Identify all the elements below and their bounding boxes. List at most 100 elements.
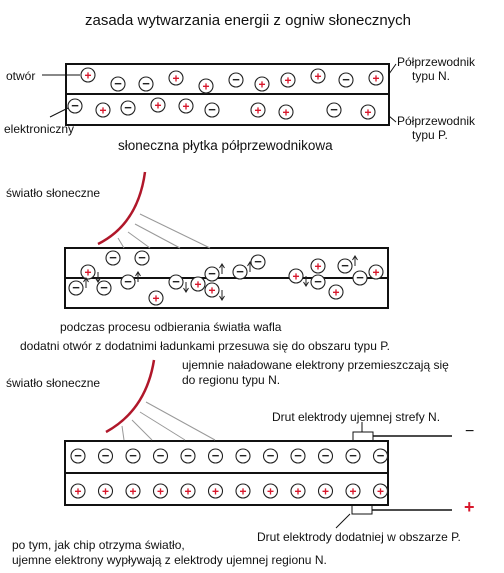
negative-electron [204, 102, 220, 118]
negative-electron [262, 448, 279, 464]
positive-hole [310, 68, 326, 84]
light-ray [139, 213, 211, 249]
negative-electron [67, 98, 83, 114]
label-electrode-negative: Drut elektrody ujemnej strefy N. [272, 410, 441, 424]
positive-hole [152, 483, 169, 499]
positive-hole [97, 483, 114, 499]
plus-sign: + [154, 98, 161, 112]
positive-hole [280, 72, 296, 88]
positive-hole [148, 290, 164, 306]
positive-hole [345, 483, 361, 499]
label-electrode-positive: Drut elektrody dodatniej w obszarze P. [257, 530, 461, 544]
negative-electron [96, 280, 112, 296]
positive-electrode-pad [351, 504, 373, 515]
minus-sign: − [208, 102, 216, 117]
plus-sign: + [239, 484, 246, 498]
negative-electron [232, 264, 248, 280]
negative-electron [290, 448, 306, 464]
negative-electron [372, 448, 389, 464]
negative-electron [352, 270, 368, 286]
label-sunlight-1: światło słoneczne [6, 186, 101, 200]
minus-sign: − [322, 448, 330, 463]
minus-sign: − [349, 448, 357, 463]
plus-sign: + [202, 79, 209, 93]
minus-sign: − [157, 448, 165, 463]
minus-sign: − [267, 448, 275, 463]
sun-arc-2 [105, 359, 156, 434]
negative-electron [228, 72, 244, 88]
plus-sign: + [157, 484, 164, 498]
light-ray [117, 237, 125, 249]
minus-sign: − [100, 280, 108, 295]
diagram-title: zasada wytwarzania energii z ogniw słone… [85, 12, 412, 29]
positive-hole [288, 268, 304, 284]
positive-hole [80, 67, 96, 83]
minus-sign: − [377, 448, 385, 463]
minus-sign: − [294, 448, 302, 463]
label-minus-terminal: − [465, 423, 475, 440]
negative-electron [338, 72, 354, 88]
minus-sign: − [142, 76, 150, 91]
negative-electron [326, 102, 342, 118]
minus-sign: − [114, 76, 122, 91]
plus-sign: + [208, 283, 215, 297]
arrow-head [183, 287, 189, 293]
positive-hole [204, 282, 220, 298]
positive-hole [178, 98, 194, 114]
negative-electron [337, 258, 353, 274]
plus-sign: + [74, 484, 81, 498]
plus-sign: + [282, 105, 289, 119]
label-final-line1: po tym, jak chip otrzyma światło, [12, 538, 185, 552]
plus-sign: + [364, 105, 371, 119]
arrow-head [303, 281, 309, 287]
minus-sign: − [239, 448, 247, 463]
minus-sign: − [232, 72, 240, 87]
negative-electron [204, 266, 220, 282]
arrow-head [352, 255, 358, 261]
label-n-type-line1: Półprzewodnik [397, 55, 476, 69]
plus-sign: + [372, 71, 379, 85]
minus-sign: − [138, 250, 146, 265]
arrow-head [83, 277, 89, 283]
positive-hole [150, 97, 166, 113]
label-hole: otwór [6, 69, 36, 83]
plus-sign: + [314, 69, 321, 83]
plus-sign: + [172, 71, 179, 85]
positive-hole [317, 483, 334, 499]
positive-hole [80, 264, 96, 280]
positive-hole [198, 78, 214, 94]
negative-electron [125, 448, 141, 464]
plus-sign: + [152, 291, 159, 305]
static-geometry [42, 63, 452, 529]
minus-sign: − [74, 448, 82, 463]
label-plus-terminal: + [464, 497, 475, 517]
plus-sign: + [184, 484, 191, 498]
plus-sign: + [84, 265, 91, 279]
plus-sign: + [102, 484, 109, 498]
plus-sign: + [314, 259, 321, 273]
plus-sign: + [258, 77, 265, 91]
label-process-1: podczas procesu odbierania światła wafla [60, 320, 282, 334]
plus-sign: + [322, 484, 329, 498]
minus-sign: − [129, 448, 137, 463]
plus-sign: + [377, 484, 384, 498]
positive-hole [254, 76, 270, 92]
plus-sign: + [212, 484, 219, 498]
negative-electron [105, 250, 121, 266]
positive-hole [235, 483, 251, 499]
label-p-type-line1: Półprzewodnik [397, 114, 476, 128]
negative-electron [152, 448, 169, 464]
negative-electron [70, 448, 86, 464]
plus-sign: + [284, 73, 291, 87]
label-plate: słoneczna płytka półprzewodnikowa [118, 138, 333, 153]
positive-hole [368, 70, 384, 86]
positive-hole [372, 483, 389, 499]
positive-hole [95, 102, 111, 118]
plus-sign: + [99, 103, 106, 117]
positive-hole [207, 483, 224, 499]
negative-electron [68, 280, 84, 296]
minus-sign: − [102, 448, 110, 463]
plus-sign: + [349, 484, 356, 498]
label-p-type-line2: typu P. [412, 128, 448, 142]
positive-hole [328, 284, 344, 300]
